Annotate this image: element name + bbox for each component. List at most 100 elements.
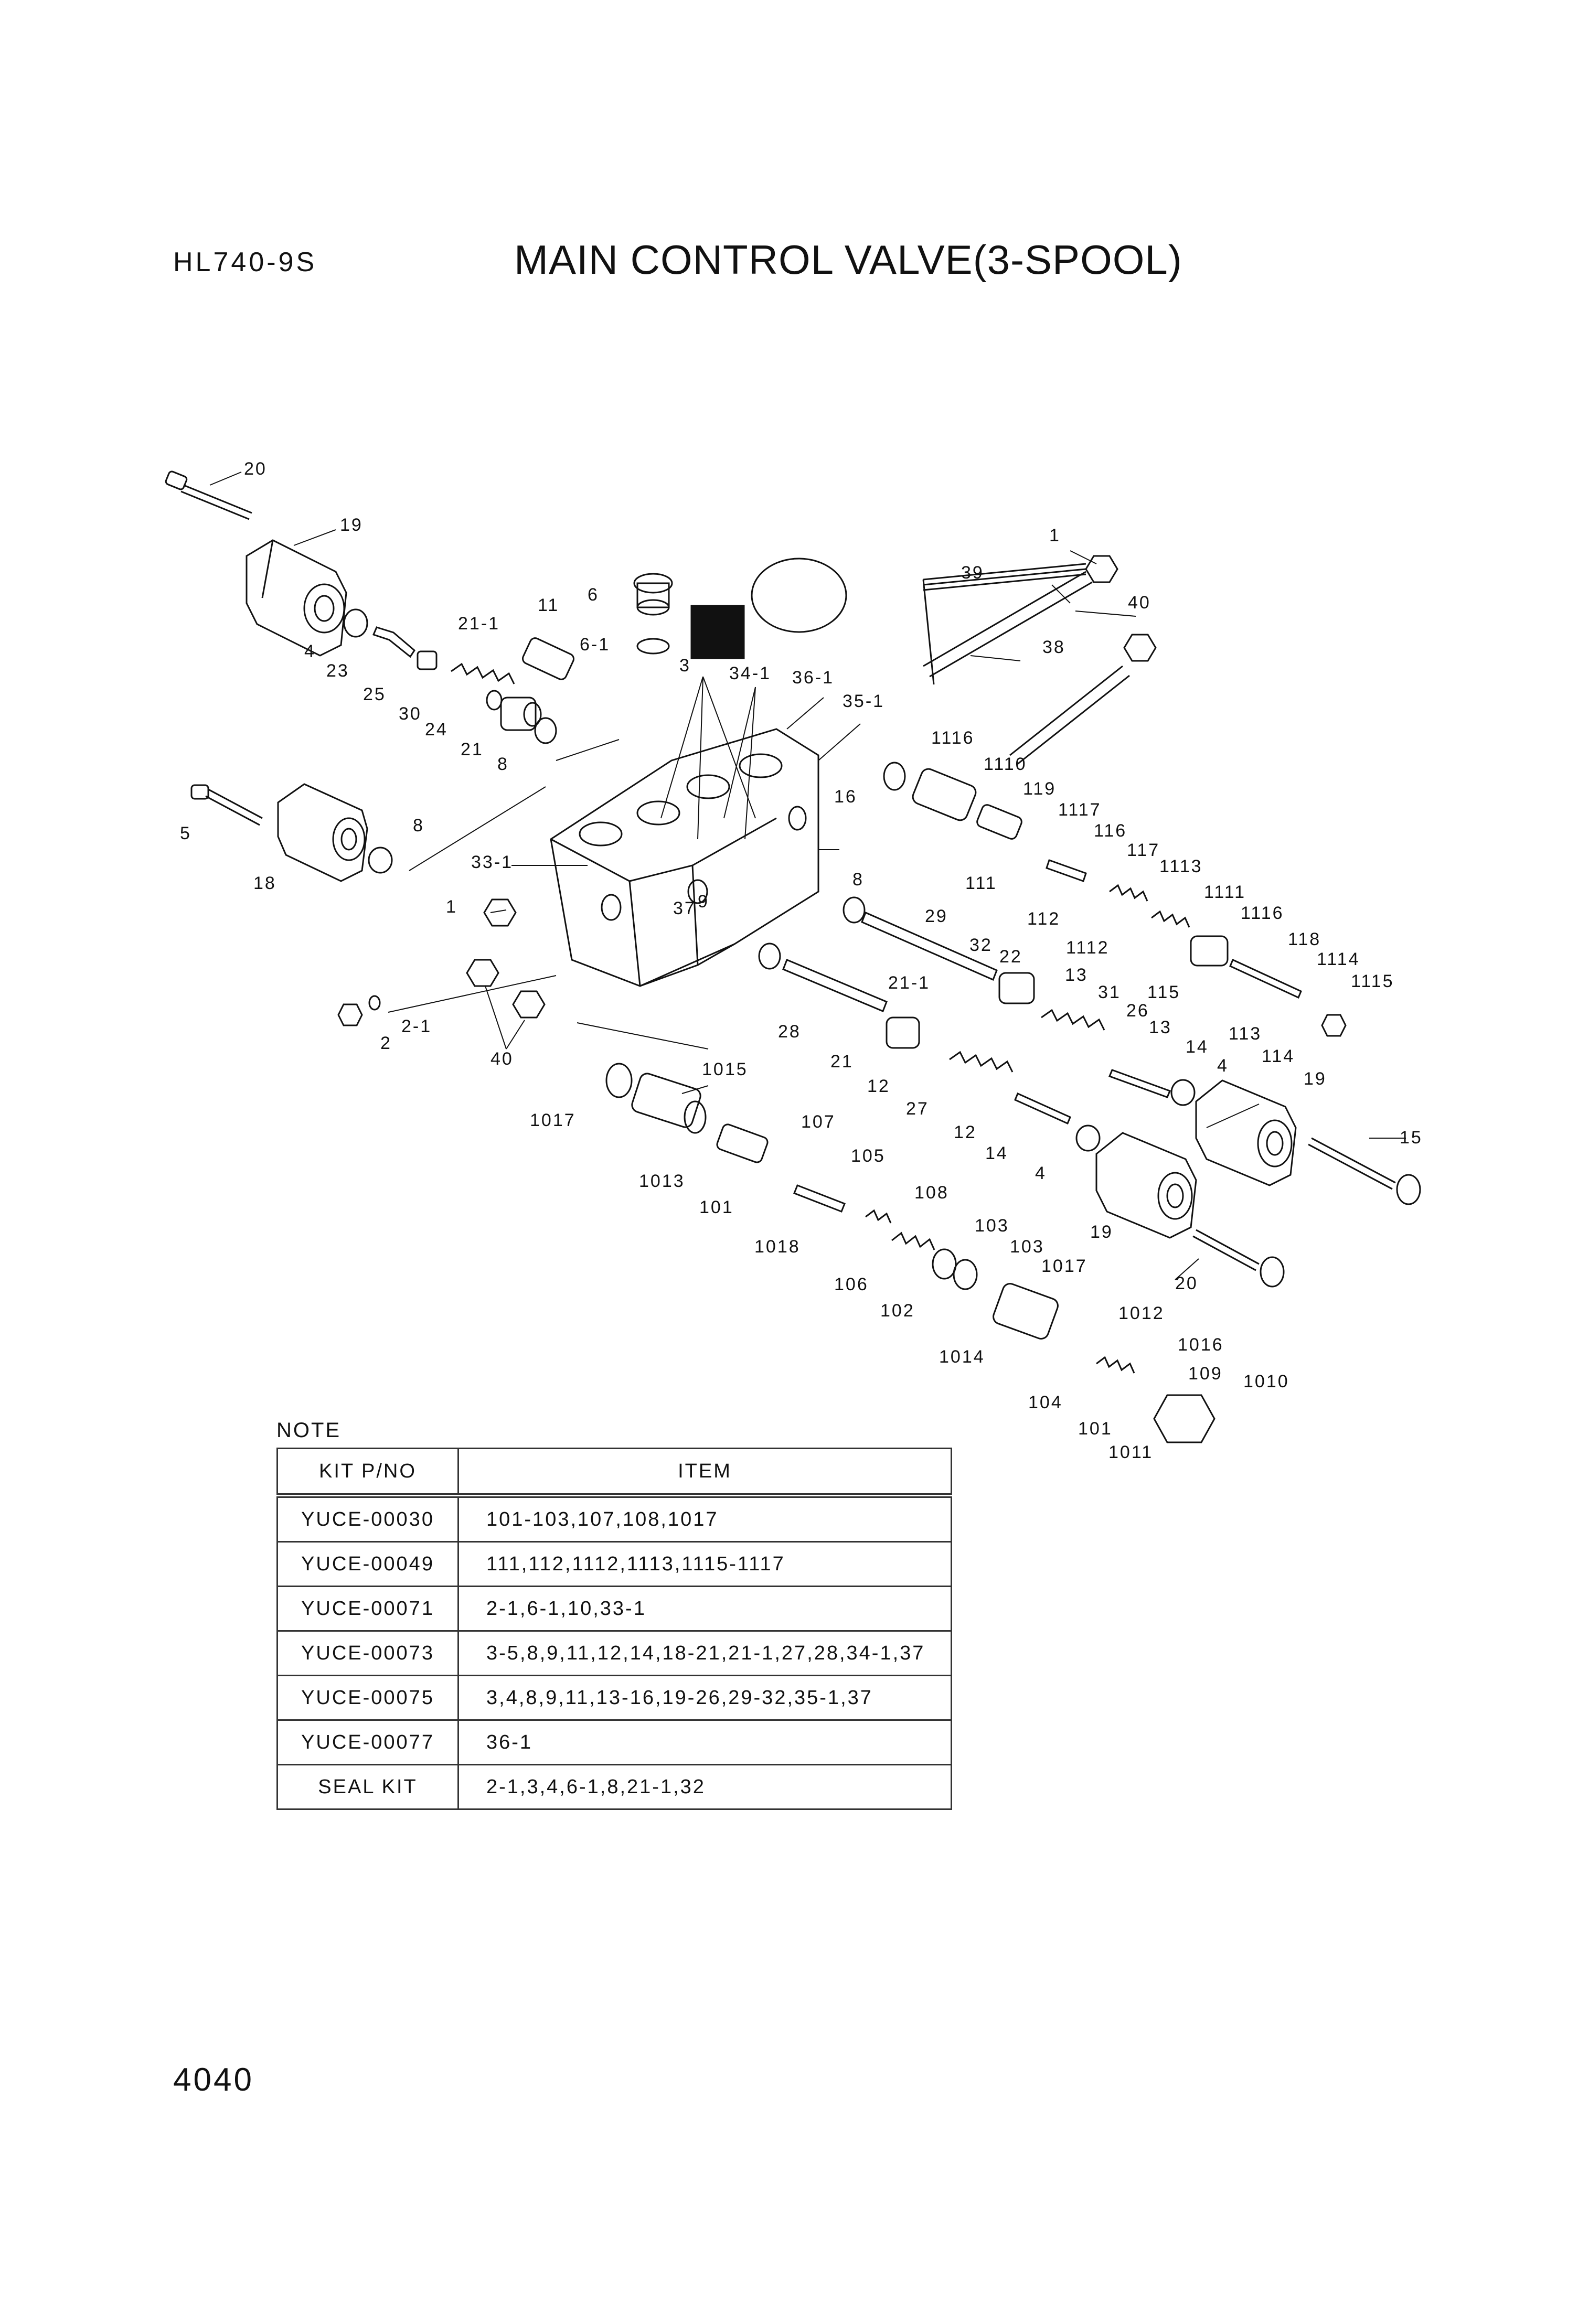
callout-2-1: 2-1 <box>401 1016 432 1036</box>
stem-14-left-icon <box>1014 1092 1071 1125</box>
callout-21-1: 21-1 <box>458 614 500 634</box>
callout-18: 18 <box>253 873 276 893</box>
callout-107: 107 <box>801 1112 836 1132</box>
callout-1011: 1011 <box>1108 1442 1153 1462</box>
exploded-parts-diagram: 20 19 4 23 25 30 24 21 8 21-1 11 6 6-1 3… <box>165 459 1423 1462</box>
stem-14-icon <box>1108 1069 1171 1098</box>
callout-115: 115 <box>1147 982 1180 1002</box>
spring-27-icon <box>949 1051 1014 1073</box>
callout-31: 31 <box>1098 982 1121 1002</box>
kit-cell: YUCE-00077 <box>276 1719 459 1765</box>
callout-105: 105 <box>851 1146 886 1166</box>
item-cell: 3,4,8,9,11,13-16,19-26,29-32,35-1,37 <box>457 1675 952 1721</box>
plug-21-icon <box>500 697 542 731</box>
o-ring-large-icon <box>751 558 847 633</box>
callout-1116-top: 1116 <box>931 728 975 748</box>
callout-4-right: 4 <box>1217 1056 1229 1076</box>
callout-103-b: 103 <box>1010 1237 1044 1257</box>
column-header-kit: KIT P/NO <box>276 1448 459 1498</box>
o-ring-103-b-icon <box>953 1259 978 1290</box>
callout-13-b: 13 <box>1149 1018 1172 1037</box>
tie-rod-38-icon <box>1009 665 1130 766</box>
plug-2-icon <box>337 1003 363 1026</box>
plug-6-icon <box>633 573 673 616</box>
item-cell: 101-103,107,108,1017 <box>457 1495 952 1543</box>
item-cell: 36-1 <box>457 1719 952 1765</box>
cap-25-icon <box>417 650 438 670</box>
kit-table: KIT P/NO ITEM YUCE-00030 101-103,107,108… <box>276 1448 952 1810</box>
table-row: YUCE-00049 111,112,1112,1113,1115-1117 <box>276 1541 952 1587</box>
spring-1111-icon <box>1151 910 1190 928</box>
callout-26: 26 <box>1126 1001 1149 1021</box>
callout-1013: 1013 <box>639 1171 685 1191</box>
callout-24: 24 <box>425 720 448 740</box>
o-ring-4-icon <box>343 608 368 638</box>
nuts-40-bottom-icon <box>466 959 546 1019</box>
table-row: YUCE-00075 3,4,8,9,11,13-16,19-26,29-32,… <box>276 1675 952 1721</box>
spring-30-icon <box>451 662 515 684</box>
column-header-item: ITEM <box>457 1448 952 1498</box>
callout-20-lower: 20 <box>1175 1273 1198 1293</box>
callout-19-lower: 19 <box>1090 1222 1113 1242</box>
o-ring-6-1-icon <box>636 638 670 655</box>
callout-1-top: 1 <box>1049 526 1061 545</box>
o-ring-1116-icon <box>883 762 906 791</box>
callout-113: 113 <box>1229 1024 1262 1044</box>
table-row: YUCE-00030 101-103,107,108,1017 <box>276 1495 952 1543</box>
callout-6-1: 6-1 <box>580 635 610 655</box>
callout-1114: 1114 <box>1317 949 1360 969</box>
callout-14-lower: 14 <box>985 1143 1008 1163</box>
callout-103-a: 103 <box>975 1216 1009 1236</box>
callout-22: 22 <box>999 947 1022 967</box>
callout-112: 112 <box>1027 909 1060 929</box>
nut-40-top-icon <box>1123 634 1157 662</box>
plunger-23-icon <box>372 626 415 658</box>
callout-37: 37 <box>673 898 696 918</box>
item-cell: 3-5,8,9,11,12,14,18-21,21-1,27,28,34-1,3… <box>457 1630 952 1676</box>
callout-11: 11 <box>538 595 559 615</box>
callout-8-left: 8 <box>413 816 424 836</box>
callout-1116-right: 1116 <box>1241 903 1284 923</box>
cover-19-right-icon <box>1195 1079 1297 1186</box>
callout-1018: 1018 <box>754 1237 801 1257</box>
bolt-5-icon <box>190 784 263 826</box>
callout-117: 117 <box>1127 840 1160 860</box>
table-row: YUCE-00071 2-1,6-1,10,33-1 <box>276 1586 952 1632</box>
callout-32: 32 <box>969 935 993 955</box>
kit-table-header: KIT P/NO ITEM <box>276 1448 952 1498</box>
spring-106-icon <box>891 1231 935 1250</box>
callout-108: 108 <box>914 1183 949 1203</box>
valve-body-icon <box>550 728 819 987</box>
callout-labels: 20 19 4 23 25 30 24 21 8 21-1 11 6 6-1 3… <box>180 459 1423 1462</box>
spring-108-icon <box>865 1209 892 1224</box>
callout-1-left: 1 <box>446 897 457 917</box>
part-drawings <box>165 470 1421 1443</box>
callout-1012: 1012 <box>1118 1303 1165 1323</box>
callout-40-bottom: 40 <box>491 1049 514 1069</box>
callout-6: 6 <box>588 585 599 605</box>
callout-15: 15 <box>1400 1128 1423 1148</box>
spool-105-icon <box>793 1184 846 1213</box>
callout-1014: 1014 <box>939 1347 985 1367</box>
o-ring-1017-icon <box>605 1063 633 1098</box>
o-ring-4-right-icon <box>1170 1079 1196 1106</box>
adjuster-1114-icon <box>1229 958 1302 999</box>
callout-36-1: 36-1 <box>792 668 834 688</box>
callout-40-top: 40 <box>1128 593 1151 613</box>
callout-14-right: 14 <box>1186 1037 1209 1057</box>
o-ring-8-left-icon <box>368 847 393 874</box>
o-ring-2-1-icon <box>368 995 381 1011</box>
cover-19-top-icon <box>246 539 347 657</box>
callout-19: 19 <box>340 515 363 535</box>
kit-cell: SEAL KIT <box>276 1764 459 1810</box>
item-cell: 111,112,1112,1113,1115-1117 <box>457 1541 952 1587</box>
callout-27: 27 <box>906 1099 929 1119</box>
plug-21-1-icon <box>886 1016 920 1049</box>
callout-12-b: 12 <box>954 1122 977 1142</box>
nut-1-left-icon <box>483 898 517 927</box>
callout-1017-left: 1017 <box>530 1110 576 1130</box>
kit-cell: YUCE-00071 <box>276 1586 459 1632</box>
callout-118: 118 <box>1288 929 1321 949</box>
callout-21: 21 <box>461 740 484 759</box>
spool-28-icon <box>782 959 888 1012</box>
